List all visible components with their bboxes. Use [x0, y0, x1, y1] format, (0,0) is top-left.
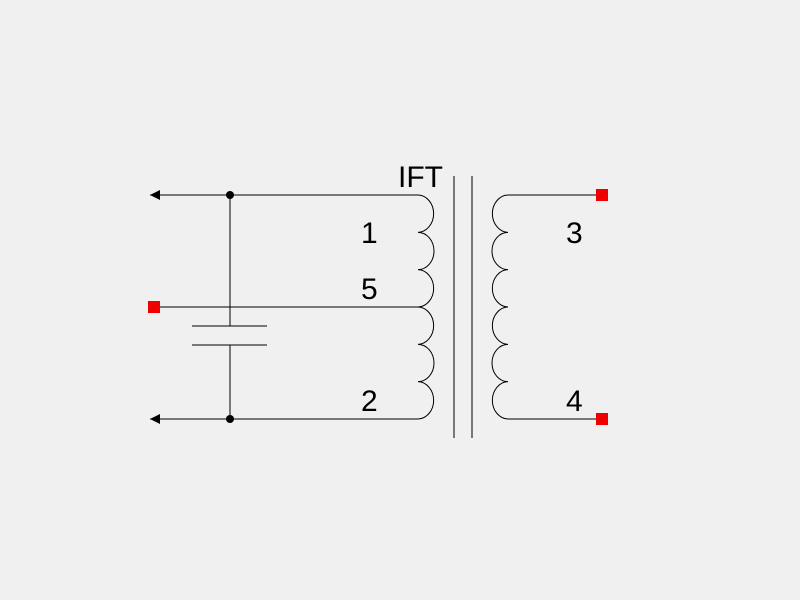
junction-dot-top — [226, 191, 234, 199]
secondary-coil — [491, 194, 509, 420]
pin-label-1: 1 — [361, 217, 378, 250]
component-label: IFT — [398, 161, 443, 194]
primary-coil — [417, 194, 435, 420]
junction-dot-bottom — [226, 415, 234, 423]
arrow-left-top-icon — [150, 190, 160, 200]
pin-label-2: 2 — [361, 385, 378, 418]
arrow-left-bottom-icon — [150, 414, 160, 424]
pin-label-4: 4 — [566, 385, 583, 418]
pin-label-5: 5 — [361, 273, 378, 306]
terminal-pin5[interactable] — [148, 301, 160, 313]
pin-label-3: 3 — [566, 217, 583, 250]
terminal-pin3[interactable] — [596, 189, 608, 201]
terminal-pin4[interactable] — [596, 413, 608, 425]
